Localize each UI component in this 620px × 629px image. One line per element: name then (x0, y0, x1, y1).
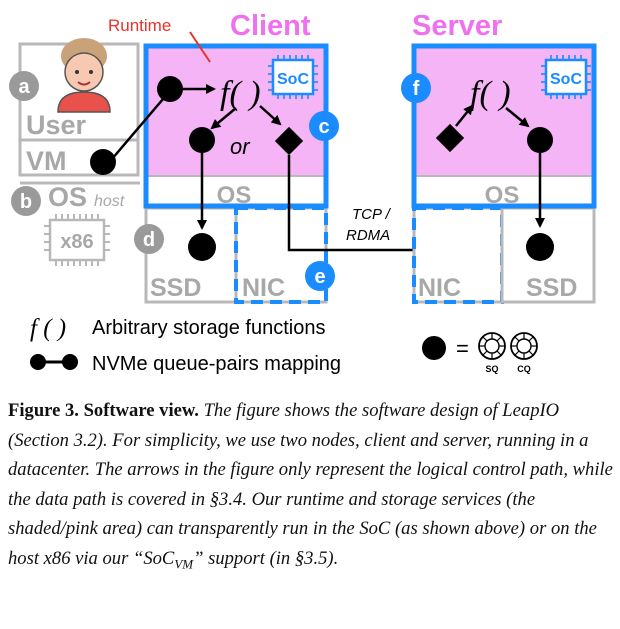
marker-f: f (401, 73, 431, 103)
caption-title: Software view. (83, 400, 199, 421)
client-ssd-label: SSD (150, 274, 201, 302)
vm-label: VM (26, 146, 67, 176)
legend-func-desc: Arbitrary storage functions (92, 317, 325, 339)
marker-e: e (305, 261, 335, 291)
server-soc-boundary (411, 43, 597, 209)
caption-text-end: ” support (in §3.5). (193, 547, 339, 569)
software-view-figure: User VM OS host x86 O (9, 10, 597, 375)
server-nic-label: NIC (418, 274, 461, 302)
x86-label: x86 (60, 231, 93, 253)
runtime-pointer (189, 31, 211, 63)
user-label: User (26, 110, 87, 140)
client-os-box (145, 175, 327, 207)
os-host-sub: host (94, 193, 125, 210)
client-storage-queue-node (189, 127, 215, 153)
rdma-label: RDMA (346, 227, 390, 244)
marker-c: c (309, 111, 339, 141)
sq-ring-icon (478, 332, 506, 360)
client-nic-label: NIC (242, 274, 285, 302)
client-soc-chip-icon: SoC (268, 55, 318, 99)
user-avatar-icon (57, 38, 111, 113)
legend-queue-desc: NVMe queue-pairs mapping (92, 353, 341, 375)
legend-queue-mapping-icon (30, 354, 78, 370)
server-ssd-queue-node (526, 233, 554, 261)
runtime-label: Runtime (108, 16, 171, 35)
server-title: Server (412, 10, 502, 42)
os-host-label: OS (48, 182, 87, 212)
vm-box (18, 138, 140, 177)
client-or-label: or (230, 134, 251, 159)
server-storage-queue-node (527, 127, 553, 153)
client-entry-queue-node (157, 76, 183, 102)
svg-text:f: f (413, 78, 420, 100)
sq-label: SQ (485, 364, 498, 374)
client-soc-label: SoC (277, 71, 309, 88)
legend-equals: = (456, 336, 469, 361)
marker-a: a (9, 71, 39, 101)
server-ssd-label: SSD (526, 274, 577, 302)
svg-text:e: e (314, 266, 325, 288)
caption-label: Figure 3. (8, 400, 79, 421)
svg-text:c: c (318, 116, 329, 138)
server-func-symbol: f( ) (470, 75, 511, 112)
svg-text:a: a (18, 76, 30, 98)
caption-sub: VM (174, 556, 194, 572)
legend-func-symbol: f ( ) (30, 315, 66, 342)
cq-ring-icon (510, 332, 538, 360)
marker-b: b (11, 186, 41, 216)
server-soc-chip-icon: SoC (541, 55, 591, 99)
figure-caption: Figure 3. Software view. The figure show… (8, 396, 614, 579)
client-title: Client (230, 10, 311, 42)
x86-chip-icon: x86 (44, 214, 110, 266)
marker-d: d (134, 224, 164, 254)
caption-text: The figure shows the software design of … (8, 400, 613, 569)
tcp-label: TCP / (352, 206, 392, 223)
cq-label: CQ (517, 364, 531, 374)
legend-queue-pair-dot (422, 336, 446, 360)
client-ssd-queue-node (188, 233, 216, 261)
client-func-symbol: f( ) (220, 75, 261, 112)
svg-text:b: b (20, 191, 32, 213)
client-vm-queue-node (90, 149, 116, 175)
server-soc-label: SoC (550, 71, 582, 88)
svg-text:d: d (143, 229, 155, 251)
